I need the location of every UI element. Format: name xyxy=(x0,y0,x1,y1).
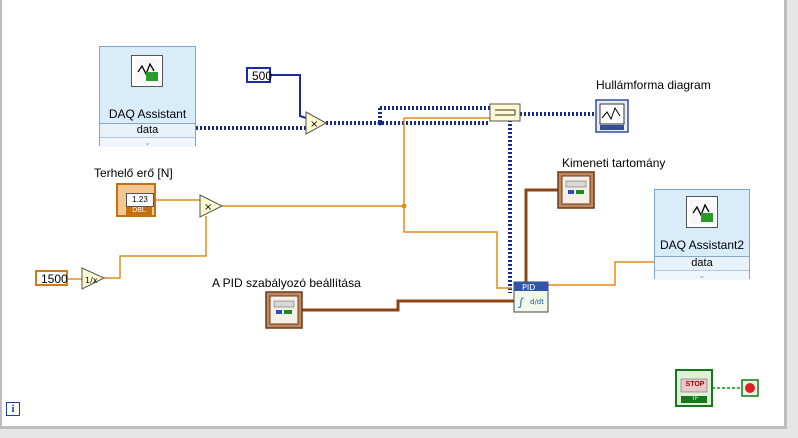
daq2-title: DAQ Assistant2 xyxy=(659,238,745,252)
svg-text:×: × xyxy=(204,202,212,213)
constant-1500[interactable]: 1500 xyxy=(35,270,68,286)
svg-text:×: × xyxy=(310,119,318,130)
loop-condition-icon[interactable] xyxy=(741,379,759,397)
svg-text:1/x: 1/x xyxy=(85,276,98,285)
daq1-expand-chevron[interactable]: ⌄ xyxy=(100,137,195,147)
daq-card-icon xyxy=(131,55,163,87)
multiply-node-2[interactable]: × xyxy=(199,194,224,218)
load-force-control[interactable]: 1.23 DBL xyxy=(116,183,156,217)
pid-title: PID xyxy=(522,283,535,292)
numeric-type-label: DBL xyxy=(126,207,152,215)
svg-text:∫: ∫ xyxy=(518,296,524,309)
pid-settings-cluster[interactable] xyxy=(265,291,303,329)
daq-card-icon xyxy=(686,196,718,228)
canvas-border-right xyxy=(784,0,787,438)
daq-assistant-1[interactable]: DAQ Assistant data ⌄ xyxy=(99,46,196,147)
pid-vi[interactable]: PID ∫ d/dt xyxy=(513,281,549,313)
context-help-icon[interactable]: i xyxy=(6,402,20,416)
reciprocal-node[interactable]: 1/x xyxy=(81,267,106,290)
stop-type-label: TF xyxy=(691,396,699,402)
output-range-label: Kimeneti tartomány xyxy=(562,156,666,170)
output-range-cluster[interactable] xyxy=(557,171,595,209)
pid-settings-label: A PID szabályozó beállítása xyxy=(212,276,361,290)
daq2-input-data[interactable]: data xyxy=(655,256,749,271)
const-500-wire[interactable] xyxy=(271,74,307,119)
canvas-border-bottom xyxy=(0,426,786,429)
daq1-title: DAQ Assistant xyxy=(108,107,187,121)
svg-text:d/dt: d/dt xyxy=(530,298,544,306)
constant-500[interactable]: 500 xyxy=(246,67,272,83)
daq-assistant-2[interactable]: DAQ Assistant2 data ⌄ xyxy=(654,189,750,280)
float-wire[interactable] xyxy=(68,117,654,289)
canvas-border-left xyxy=(0,0,2,428)
waveform-chart-terminal[interactable] xyxy=(595,99,629,133)
daq1-output-data[interactable]: data xyxy=(100,123,195,138)
stop-button-label: STOP xyxy=(685,381,705,388)
merge-signals-node[interactable] xyxy=(489,103,521,122)
vertical-scrollbar[interactable] xyxy=(787,0,798,438)
daq2-expand-chevron[interactable]: ⌄ xyxy=(655,270,749,280)
waveform-chart-label: Hullámforma diagram xyxy=(596,78,711,92)
horizontal-scrollbar[interactable] xyxy=(0,429,798,438)
load-force-label: Terhelő erő [N] xyxy=(94,166,173,180)
stop-button-terminal[interactable] xyxy=(675,369,713,407)
multiply-node-1[interactable]: × xyxy=(305,111,328,135)
numeric-display: 1.23 xyxy=(126,193,154,207)
dynamic-wire[interactable] xyxy=(196,106,596,293)
